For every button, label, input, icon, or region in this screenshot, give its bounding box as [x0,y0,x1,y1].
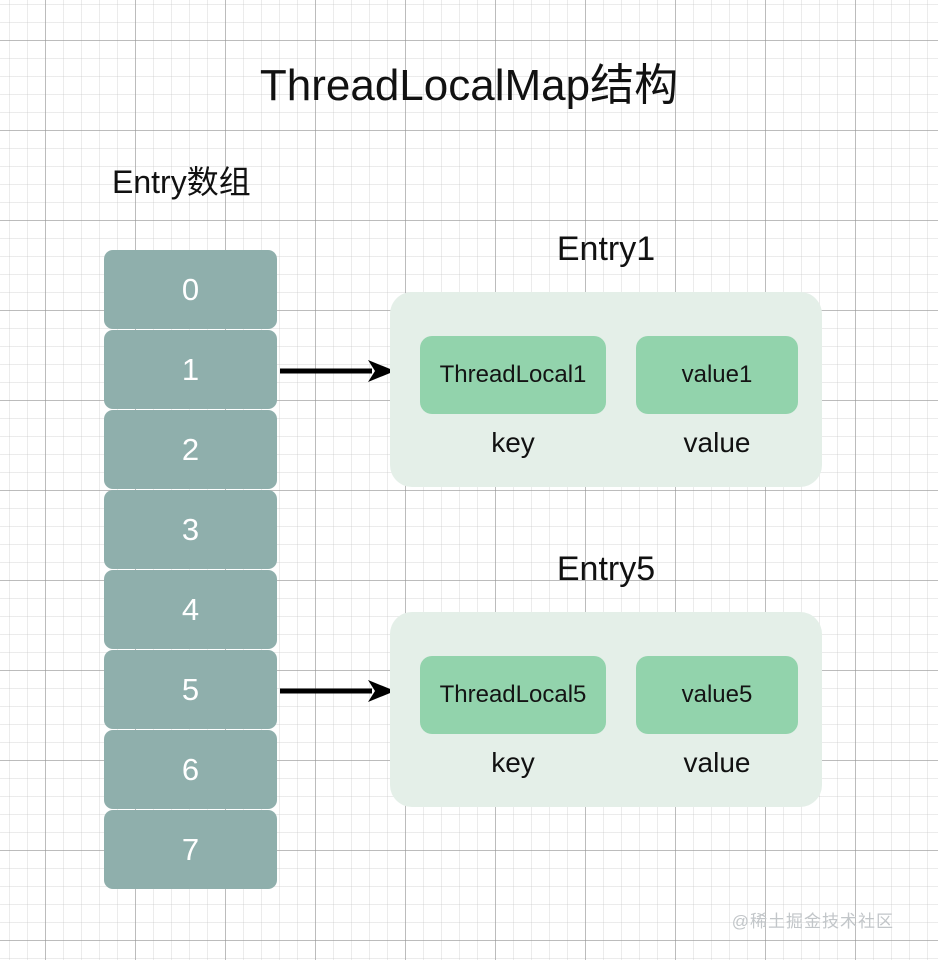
page-title: ThreadLocalMap结构 [259,61,679,110]
array-cell-1[interactable]: 1 [104,330,277,409]
watermark: @稀土掘金技术社区 [731,912,894,931]
entry5-key-box[interactable]: ThreadLocal5 [420,656,606,734]
entry1-title: Entry1 [556,230,656,268]
arrow-cell5-to-entry5 [280,678,395,704]
entry5-value-caption: value [683,747,751,778]
entry5-title: Entry5 [556,550,656,588]
entry1-value-caption: value [683,427,751,458]
entry-array-label: Entry数组 [112,164,251,200]
entry-array: 0 1 2 3 4 5 6 7 [104,250,277,889]
entry5-value-box[interactable]: value5 [636,656,798,734]
array-cell-0[interactable]: 0 [104,250,277,329]
array-cell-4[interactable]: 4 [104,570,277,649]
array-cell-6[interactable]: 6 [104,730,277,809]
array-cell-3[interactable]: 3 [104,490,277,569]
entry5-key-caption: key [491,747,535,778]
entry5-panel: ThreadLocal5 value5 key value [390,612,822,807]
array-cell-7[interactable]: 7 [104,810,277,889]
array-cell-2[interactable]: 2 [104,410,277,489]
entry1-key-box[interactable]: ThreadLocal1 [420,336,606,414]
array-cell-5[interactable]: 5 [104,650,277,729]
arrow-cell1-to-entry1 [280,358,395,384]
entry1-panel: ThreadLocal1 value1 key value [390,292,822,487]
entry1-value-box[interactable]: value1 [636,336,798,414]
entry1-key-caption: key [491,427,535,458]
